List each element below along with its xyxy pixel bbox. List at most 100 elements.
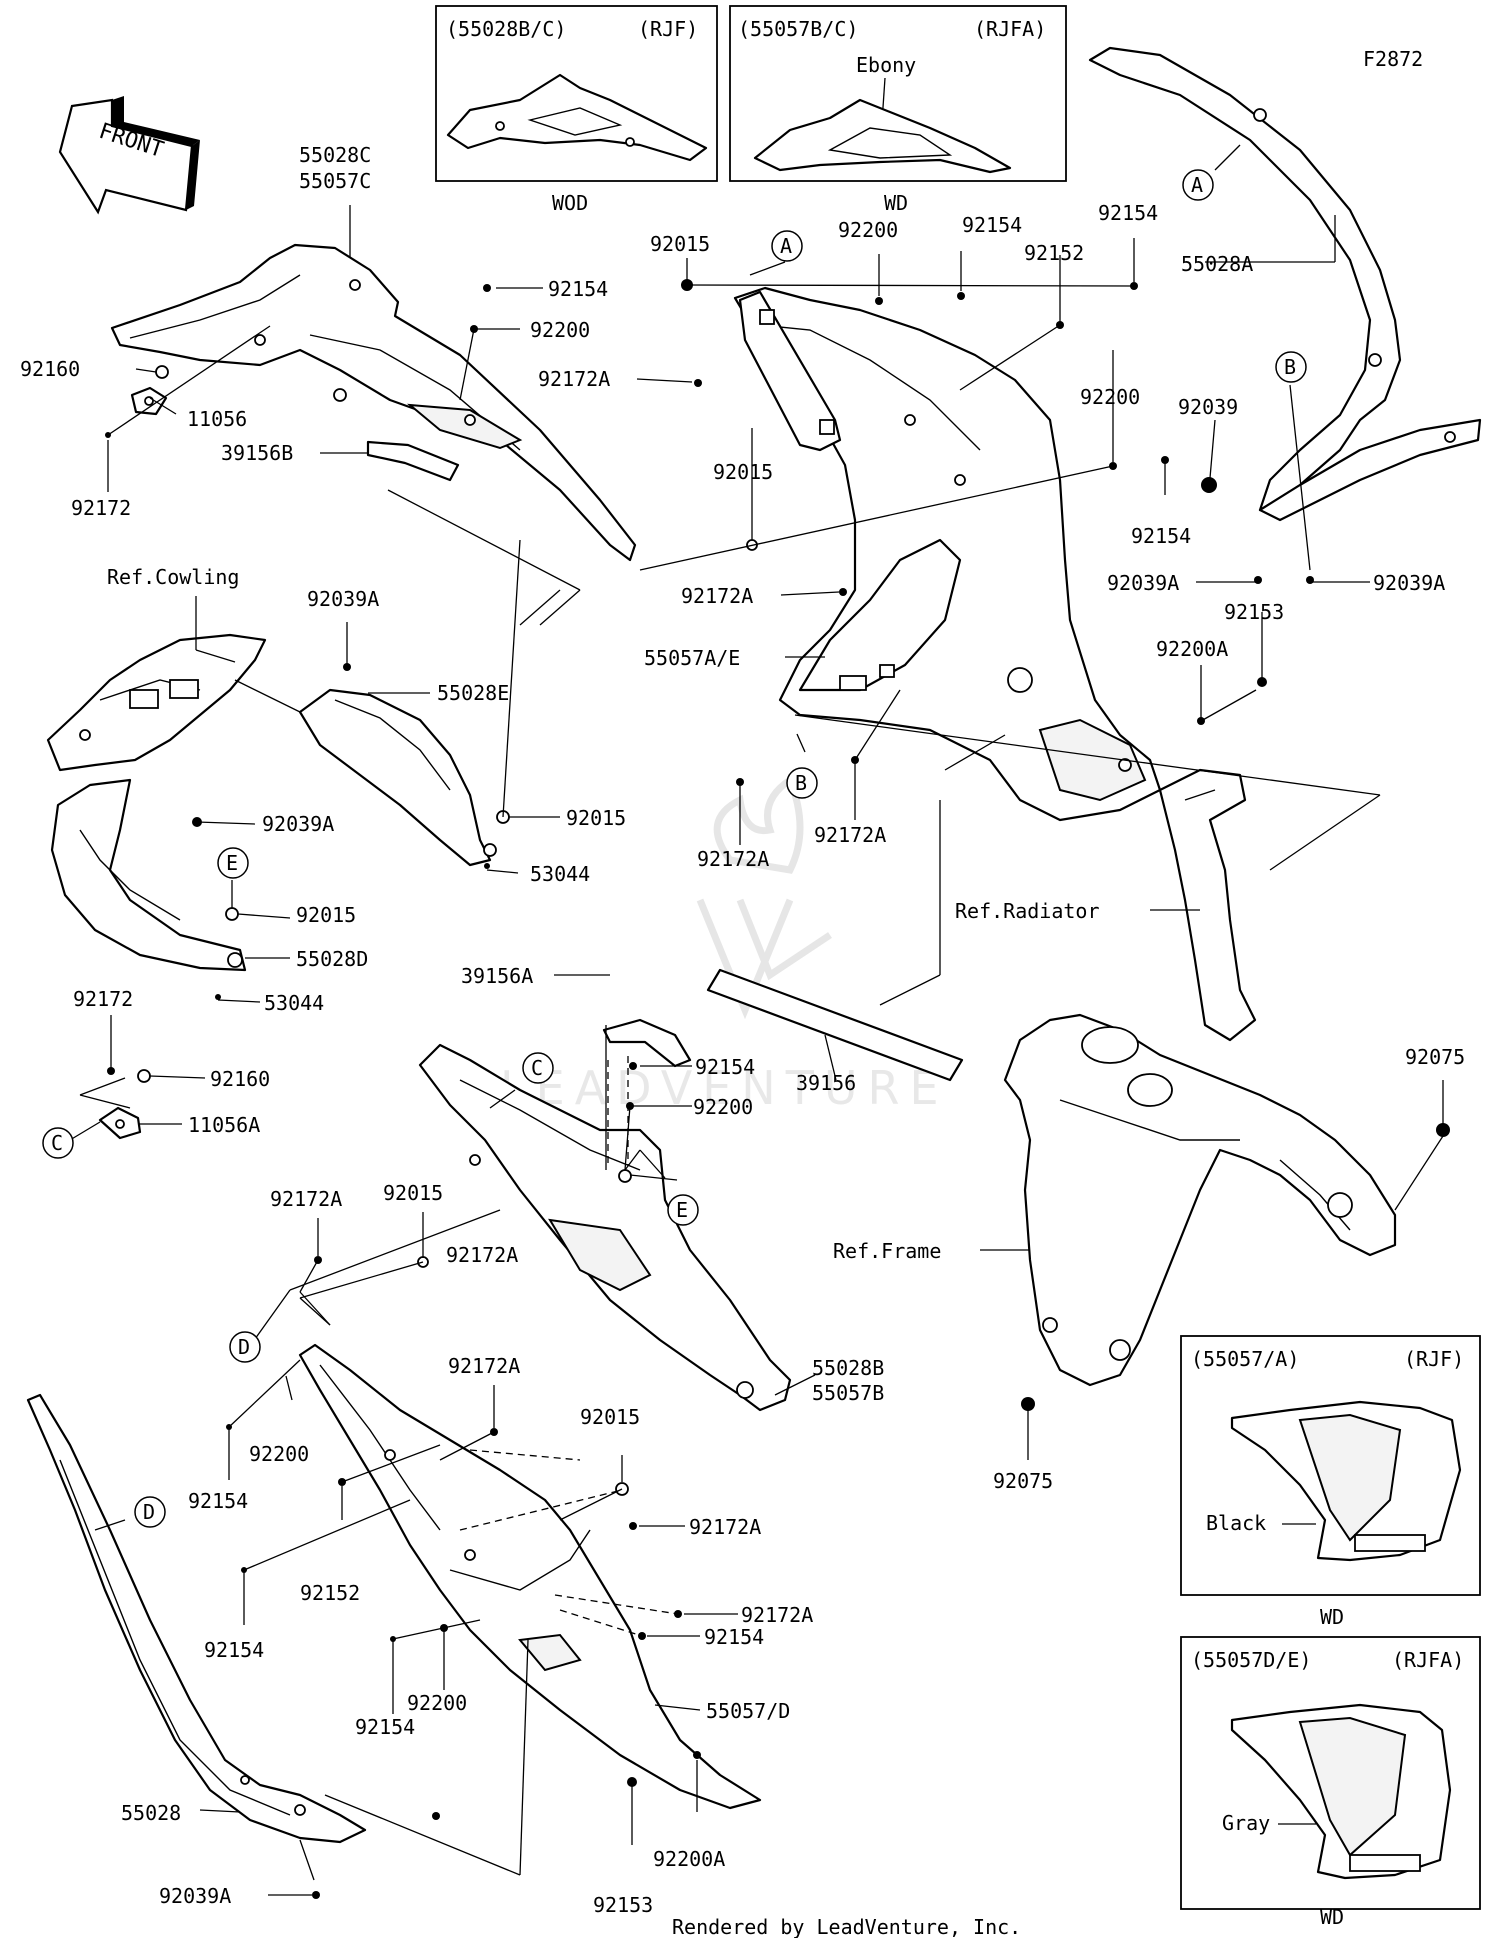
ref-letter: A: [780, 234, 792, 258]
callout-label: 92154: [1131, 524, 1191, 548]
callout-label: 92015: [383, 1181, 443, 1205]
callout-label: 92039A: [1373, 571, 1445, 595]
callout-label: 92172A: [446, 1243, 518, 1267]
inset-color-label: Ebony: [856, 53, 916, 77]
callout-label: 55028C: [299, 143, 371, 167]
callout-label: 55057C: [299, 169, 371, 193]
leader-lines: [69, 144, 1444, 1896]
callout-label: 92015: [650, 232, 710, 256]
watermark-text: LEADVENTURE: [500, 1061, 949, 1115]
callout-label: 92154: [695, 1055, 755, 1079]
ref-circle-c2: C: [42, 1127, 74, 1159]
callout-label: 92160: [20, 357, 80, 381]
inset-model-label: (RJFA): [974, 17, 1046, 41]
callout-label: 92153: [593, 1893, 653, 1917]
callout-label: 92039A: [262, 812, 334, 836]
upper-cowl-55028c: [110, 243, 637, 562]
callout-label: 92153: [1224, 600, 1284, 624]
inset-model-label: (RJFA): [1392, 1648, 1464, 1672]
callout-label: 92154: [548, 277, 608, 301]
callout-label: 92172A: [814, 823, 886, 847]
callout-label: 92172: [71, 496, 131, 520]
callout-labels: 92160 11056 92172 55028C 55057C 39156B 9…: [20, 143, 1465, 1917]
inset-part-label: (55057B/C): [738, 17, 858, 41]
inset-part-label: (55057D/E): [1191, 1648, 1311, 1672]
watermark-logo: LEADVENTURE: [500, 774, 949, 1115]
inset-caption: WD: [1320, 1905, 1344, 1929]
panel-55028e: [298, 688, 497, 867]
callout-label: 55057/D: [706, 1699, 790, 1723]
callout-label: Ref.Frame: [833, 1239, 941, 1263]
ref-letter: B: [1284, 355, 1296, 379]
cowling-frame-ref: [46, 633, 267, 772]
inset-55057de: (55057D/E) (RJFA) Gray WD: [1180, 1636, 1481, 1929]
inset-55057a: (55057/A) (RJF) Black WD: [1180, 1335, 1481, 1629]
bracket-11056a: [98, 1106, 142, 1140]
callout-label: 92152: [300, 1581, 360, 1605]
ref-letter: C: [531, 1056, 543, 1080]
callout-label: 92200: [838, 218, 898, 242]
ref-circle-d2: D: [134, 1496, 166, 1528]
callout-label: 92015: [296, 903, 356, 927]
callout-label: 92172A: [697, 847, 769, 871]
ref-circle-a1: A: [771, 230, 803, 262]
callout-label: 92172A: [448, 1354, 520, 1378]
callout-label: 92200A: [653, 1847, 725, 1871]
callout-label: 92172A: [681, 584, 753, 608]
ref-letter: E: [226, 851, 238, 875]
callout-label: 55028: [121, 1801, 181, 1825]
lower-cowl-55057d: [298, 1343, 762, 1810]
rubber-strip-39156: [706, 968, 964, 1082]
ref-letter: B: [795, 771, 807, 795]
rubber-39156b: [366, 440, 460, 482]
credit-text: Rendered by LeadVenture, Inc.: [672, 1915, 1021, 1938]
callout-label: 53044: [530, 862, 590, 886]
inset-caption: WOD: [552, 191, 588, 215]
inset-part-label: (55057/A): [1191, 1347, 1299, 1371]
callout-label: 92200: [530, 318, 590, 342]
inset-caption: WD: [884, 191, 908, 215]
callout-label: 39156: [796, 1071, 856, 1095]
bracket-11056: [130, 386, 168, 416]
callout-label: Ref.Cowling: [107, 565, 239, 589]
ref-circle-d1: D: [229, 1331, 261, 1363]
bracket-92015-upper: [738, 290, 842, 452]
callout-label: 92154: [188, 1489, 248, 1513]
ref-letter: D: [143, 1500, 155, 1524]
figure-code: F2872: [1363, 47, 1423, 71]
ref-letter: D: [238, 1335, 250, 1359]
ref-circle-e1: E: [217, 847, 249, 879]
callout-label: Ref.Radiator: [955, 899, 1100, 923]
ref-letter: E: [676, 1198, 688, 1222]
callout-label: 92154: [1098, 201, 1158, 225]
callout-label: 92015: [566, 806, 626, 830]
callout-label: 92172A: [741, 1603, 813, 1627]
ref-letter: A: [1191, 173, 1203, 197]
side-cowl-55057a: [733, 286, 1162, 822]
callout-label: 11056A: [188, 1113, 260, 1137]
callout-label: 39156A: [461, 964, 533, 988]
inset-color-label: Gray: [1222, 1811, 1270, 1835]
callout-label: 11056: [187, 407, 247, 431]
callout-label: 55057B: [812, 1381, 884, 1405]
inset-part-label: (55028B/C): [446, 17, 566, 41]
inset-55057bc: (55057B/C) (RJFA) Ebony WD: [729, 5, 1067, 215]
callout-label: 92154: [704, 1625, 764, 1649]
callout-label: 92039: [1178, 395, 1238, 419]
callout-label: 92172: [73, 987, 133, 1011]
callout-label: 92015: [713, 460, 773, 484]
callout-label: 92075: [993, 1469, 1053, 1493]
callout-label: 92172A: [538, 367, 610, 391]
callout-label: 92015: [580, 1405, 640, 1429]
front-arrow-icon: FRONT: [58, 96, 200, 215]
callout-label: 92200: [249, 1442, 309, 1466]
callout-label: 92200: [693, 1095, 753, 1119]
callout-label: 55028D: [296, 947, 368, 971]
lower-panel-55028: [26, 1393, 367, 1844]
inset-model-label: (RJF): [1404, 1347, 1464, 1371]
inset-caption: WD: [1320, 1605, 1344, 1629]
callout-label: 92200: [407, 1691, 467, 1715]
dashed-leaders: [459, 1056, 679, 1637]
callout-label: 55028B: [812, 1356, 884, 1380]
